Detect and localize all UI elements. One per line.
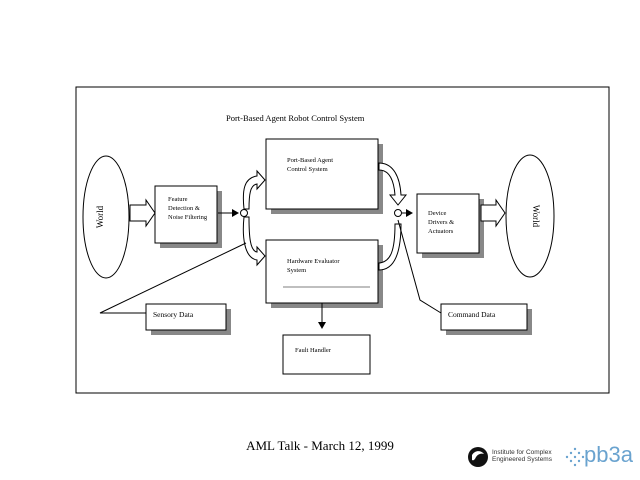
sensor-box-line-2: Detection & — [168, 205, 200, 212]
fault-handler-box: Fault Handler — [282, 334, 371, 375]
command-data-leader — [397, 219, 442, 314]
sensory-data-label: Sensory Data — [153, 310, 194, 319]
world-right-node: World — [505, 154, 555, 278]
world-right-label: World — [531, 205, 541, 228]
footer-caption: AML Talk - March 12, 1999 — [246, 438, 394, 453]
device-box-line-3: Actuators — [428, 228, 454, 235]
junction-to-hardware-arrow — [242, 216, 266, 267]
hardware-to-junction-arrow — [378, 223, 402, 271]
device-box-line-1: Device — [428, 210, 447, 217]
organization-name-line-2: Engineered Systems — [492, 456, 552, 463]
world-to-sensor-arrow — [129, 198, 156, 228]
hardware-box-line-1: Hardware Evaluator — [287, 258, 340, 265]
organization-logo: Institute for Complex Engineered Systems… — [466, 440, 636, 474]
sensory-data-callout: Sensory Data — [145, 303, 231, 335]
junction-to-agent-arrow — [242, 169, 266, 210]
agent-box-line-1: Port-Based Agent — [287, 157, 333, 164]
hardware-evaluator-box: Hardware Evaluator System — [265, 239, 383, 308]
sensor-box-line-3: Noise Filtering — [168, 214, 208, 221]
fault-box-label: Fault Handler — [295, 347, 332, 354]
device-to-world-arrow — [480, 198, 506, 228]
hardware-box-line-2: System — [287, 267, 306, 274]
command-data-label: Command Data — [448, 310, 496, 319]
brand-wordmark: pb3a — [584, 442, 633, 467]
organization-name-line-1: Institute for Complex — [492, 449, 552, 456]
command-data-callout: Command Data — [440, 303, 532, 335]
left-junction — [240, 209, 248, 217]
agent-box-line-2: Control System — [287, 166, 328, 173]
device-drivers-box: Device Drivers & Actuators — [416, 193, 484, 258]
agent-to-junction-arrow — [378, 162, 408, 206]
world-left-node: World — [82, 155, 130, 279]
dot-cluster-icon — [565, 447, 585, 467]
sensory-data-leader — [99, 242, 247, 314]
organization-name: Institute for Complex Engineered Systems — [492, 449, 562, 463]
feature-detection-box: Feature Detection & Noise Filtering — [154, 185, 222, 248]
sensor-box-line-1: Feature — [168, 196, 188, 203]
world-left-label: World — [95, 205, 105, 228]
right-junction — [394, 209, 402, 217]
device-box-line-2: Drivers & — [428, 219, 454, 226]
diagram-title: Port-Based Agent Robot Control System — [226, 113, 365, 123]
agent-control-box: Port-Based Agent Control System — [265, 138, 383, 214]
ices-logo-icon — [468, 447, 488, 467]
